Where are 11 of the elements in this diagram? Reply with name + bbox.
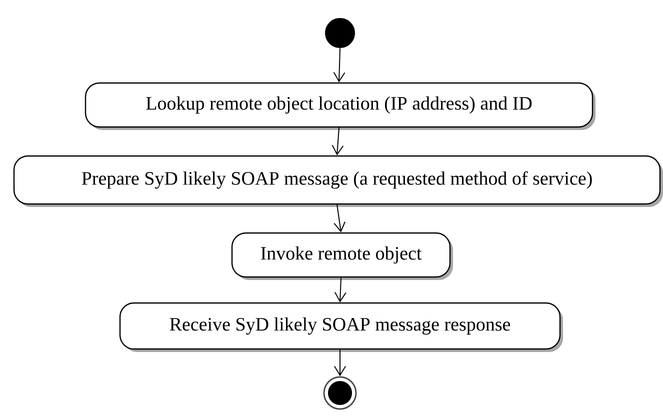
start-node [325, 18, 355, 48]
activity-box: Lookup remote object location (IP address) and ID [84, 82, 596, 130]
activity-box: Invoke remote object [231, 232, 453, 280]
arrow [333, 48, 346, 82]
activity-box: Receive SyD likely SOAP message response [119, 302, 563, 352]
arrow [334, 204, 346, 232]
activity-box: Prepare SyD likely SOAP message (a requested method of service) [13, 155, 663, 207]
arrow [332, 127, 344, 156]
end-node [323, 376, 357, 410]
arrow [334, 277, 346, 302]
arrow [334, 349, 346, 376]
